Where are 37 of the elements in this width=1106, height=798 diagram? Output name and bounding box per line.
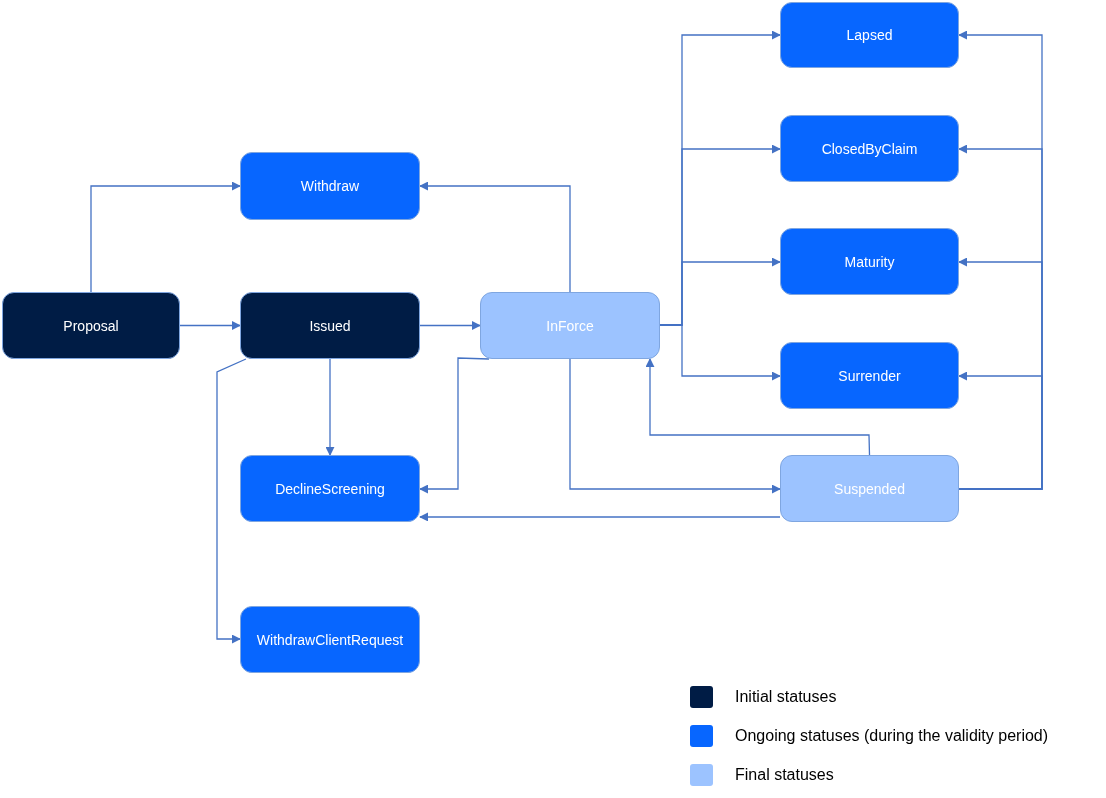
arrow xyxy=(419,181,571,293)
status-label: InForce xyxy=(546,317,594,334)
status-label: Proposal xyxy=(63,317,119,334)
arrow xyxy=(419,357,490,494)
arrow xyxy=(659,324,781,381)
status-label: Issued xyxy=(309,317,351,334)
status-label: Surrender xyxy=(838,367,901,384)
arrow xyxy=(645,358,871,456)
arrow xyxy=(569,358,781,494)
status-label: Lapsed xyxy=(846,27,893,43)
status-label: Maturity xyxy=(844,253,895,270)
status-box xyxy=(780,115,959,182)
status-label: Suspended xyxy=(834,480,905,497)
status-box xyxy=(240,152,420,220)
status-box xyxy=(2,292,180,359)
status-box xyxy=(240,455,420,522)
arrow xyxy=(179,321,241,330)
legend-label: Initial statuses xyxy=(735,688,837,706)
status-box xyxy=(780,342,959,409)
arrow xyxy=(325,358,335,456)
status-label: Withdraw xyxy=(300,178,360,194)
legend-label: Ongoing statuses (during the validity period) xyxy=(735,727,1049,745)
status-box xyxy=(780,228,959,295)
status-box xyxy=(780,2,959,68)
status-box xyxy=(240,606,420,673)
arrow xyxy=(216,358,247,644)
status-label: ClosedByClaim xyxy=(821,140,918,157)
status-box xyxy=(480,292,660,359)
arrow xyxy=(90,181,241,293)
legend-label: Final statuses xyxy=(735,766,834,784)
arrow xyxy=(419,321,481,330)
arrow xyxy=(958,371,1043,490)
status-label: DeclineScreening xyxy=(275,480,385,497)
status-box xyxy=(240,292,420,359)
status-label: WithdrawClientRequest xyxy=(256,631,404,648)
status-box xyxy=(780,455,959,522)
arrow xyxy=(419,512,781,522)
